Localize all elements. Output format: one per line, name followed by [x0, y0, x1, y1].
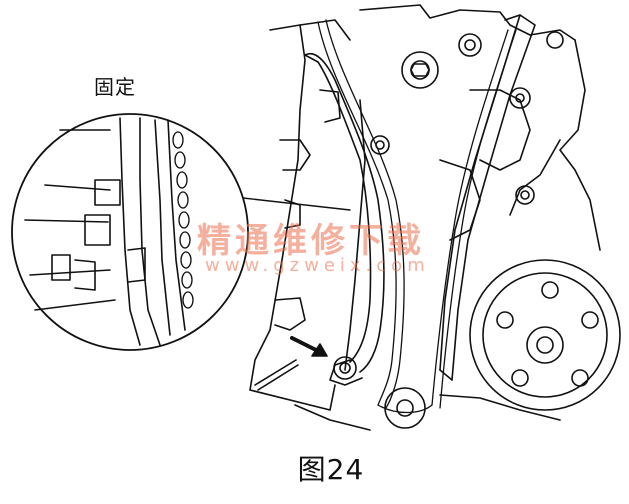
callout-label: 固定	[94, 75, 136, 99]
watermark-site: www.gzweix.com	[205, 255, 430, 276]
pump-pulley	[469, 259, 621, 411]
chain-guide-right	[439, 14, 536, 381]
top-bolt-2	[458, 33, 482, 57]
pivot-bolt	[333, 356, 357, 380]
pivot-arrow-icon	[290, 336, 328, 357]
locating-pin	[254, 359, 299, 391]
top-bolt-1	[401, 51, 439, 89]
chain-tensioner-arm	[304, 53, 385, 386]
timing-chain	[317, 19, 517, 414]
mid-bolt-2	[515, 185, 535, 205]
detail-chain-links	[172, 131, 194, 309]
watermark-name: 精通维修下载	[197, 221, 425, 261]
detail-callout-circle	[11, 113, 351, 351]
top-bolt-3	[509, 87, 531, 109]
crank-sprocket	[384, 387, 426, 429]
top-bolt-4	[546, 31, 564, 49]
figure-caption: 图24	[297, 453, 365, 486]
